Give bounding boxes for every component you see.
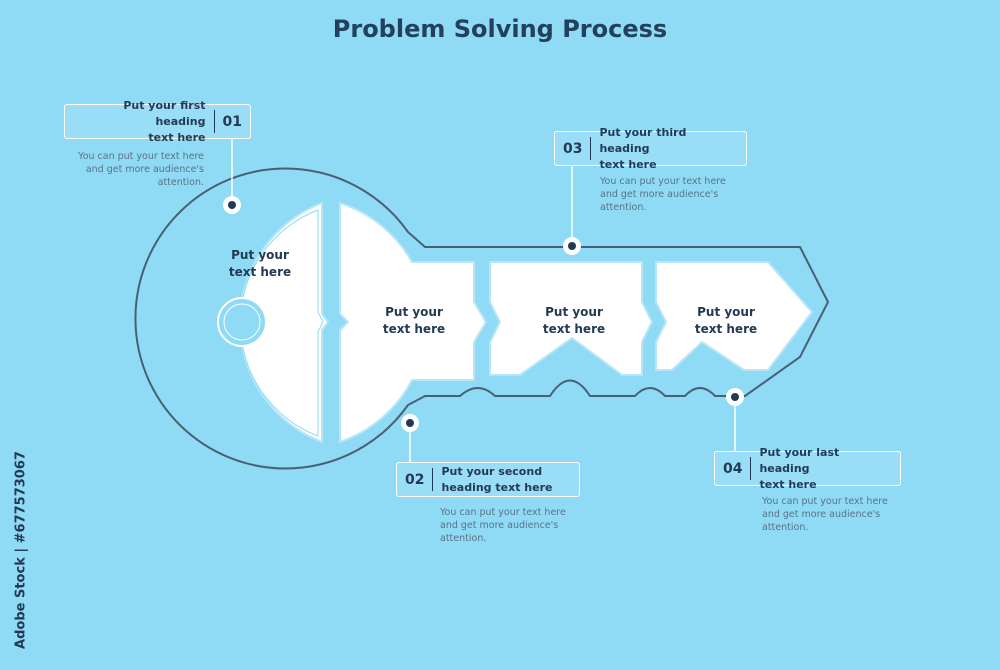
step-04-divider: [750, 457, 752, 480]
step-03-number: 03: [563, 140, 583, 157]
step-03-desc-line2: and get more audience's: [600, 189, 719, 200]
step-02-divider: [432, 468, 434, 491]
step-01-number: 01: [222, 113, 242, 130]
step-03-heading-line2: text here: [599, 157, 657, 171]
step-01-heading: Put your first heading text here: [65, 98, 214, 146]
step-04-heading-line1: Put your last heading: [759, 445, 840, 475]
step-01-description: You can put your text here and get more …: [60, 150, 204, 189]
step-03-desc-line1: You can put your text here: [600, 176, 726, 187]
marker-dot-01: [223, 196, 241, 214]
marker-dot-02: [401, 414, 419, 432]
step-03-description: You can put your text here and get more …: [600, 175, 750, 214]
step-02-heading-line2: heading text here: [441, 480, 553, 494]
step-03-divider: [590, 137, 592, 160]
step-03-heading-line1: Put your third heading: [599, 125, 687, 155]
keyhole-inner-ring: [223, 303, 261, 341]
step-01-desc-line2: and get more audience's: [85, 164, 204, 175]
segment-3-label: Put your: [545, 305, 603, 319]
segment-4-label: Put your: [697, 305, 755, 319]
step-02-heading-line1: Put your second: [441, 464, 543, 478]
step-01-heading-box: Put your first heading text here 01: [64, 99, 251, 144]
stock-watermark: Adobe Stock | #677573067: [8, 430, 34, 670]
stock-watermark-text: Adobe Stock | #677573067: [13, 451, 29, 649]
step-04-number: 04: [723, 460, 743, 477]
segment-4-label-2: text here: [695, 322, 757, 336]
step-04-description: You can put your text here and get more …: [762, 495, 912, 534]
step-01-desc-line1: You can put your text here: [78, 151, 204, 162]
step-03-heading: Put your third heading text here: [591, 125, 746, 173]
segment-4-shape: [655, 261, 814, 371]
step-04-heading-line2: text here: [759, 477, 817, 491]
step-02-heading: Put your second heading text here: [433, 464, 560, 496]
step-02-heading-box: 02 Put your second heading text here: [396, 462, 580, 497]
segment-2-label-2: text here: [383, 322, 445, 336]
step-03-heading-box: 03 Put your third heading text here: [554, 126, 747, 171]
step-01-divider: [213, 110, 215, 133]
step-01-heading-line2: text here: [148, 130, 206, 144]
segment-2-shape: [339, 201, 488, 444]
step-03-desc-line3: attention.: [600, 202, 647, 213]
step-04-heading: Put your last heading text here: [751, 445, 900, 493]
marker-dot-04: [726, 388, 744, 406]
segment-3-label-2: text here: [543, 322, 605, 336]
step-02-number: 02: [405, 471, 425, 488]
step-01-heading-line1: Put your first heading: [123, 98, 206, 128]
step-02-description: You can put your text here and get more …: [440, 506, 590, 545]
step-04-desc-line3: attention.: [762, 522, 809, 533]
step-02-desc-line3: attention.: [440, 533, 487, 544]
marker-dot-03: [563, 237, 581, 255]
segment-2-label: Put your: [385, 305, 443, 319]
step-01-desc-line3: attention.: [157, 177, 204, 188]
step-04-heading-box: 04 Put your last heading text here: [714, 446, 901, 491]
step-02-desc-line1: You can put your text here: [440, 507, 566, 518]
segment-1-label: Put your: [231, 248, 289, 262]
step-02-desc-line2: and get more audience's: [440, 520, 559, 531]
key-outline: [134, 167, 830, 470]
page-title: Problem Solving Process: [332, 15, 668, 43]
step-04-desc-line2: and get more audience's: [762, 509, 881, 520]
step-04-desc-line1: You can put your text here: [762, 496, 888, 507]
segment-1-label-2: text here: [229, 265, 291, 279]
segment-3-shape: [489, 261, 654, 376]
